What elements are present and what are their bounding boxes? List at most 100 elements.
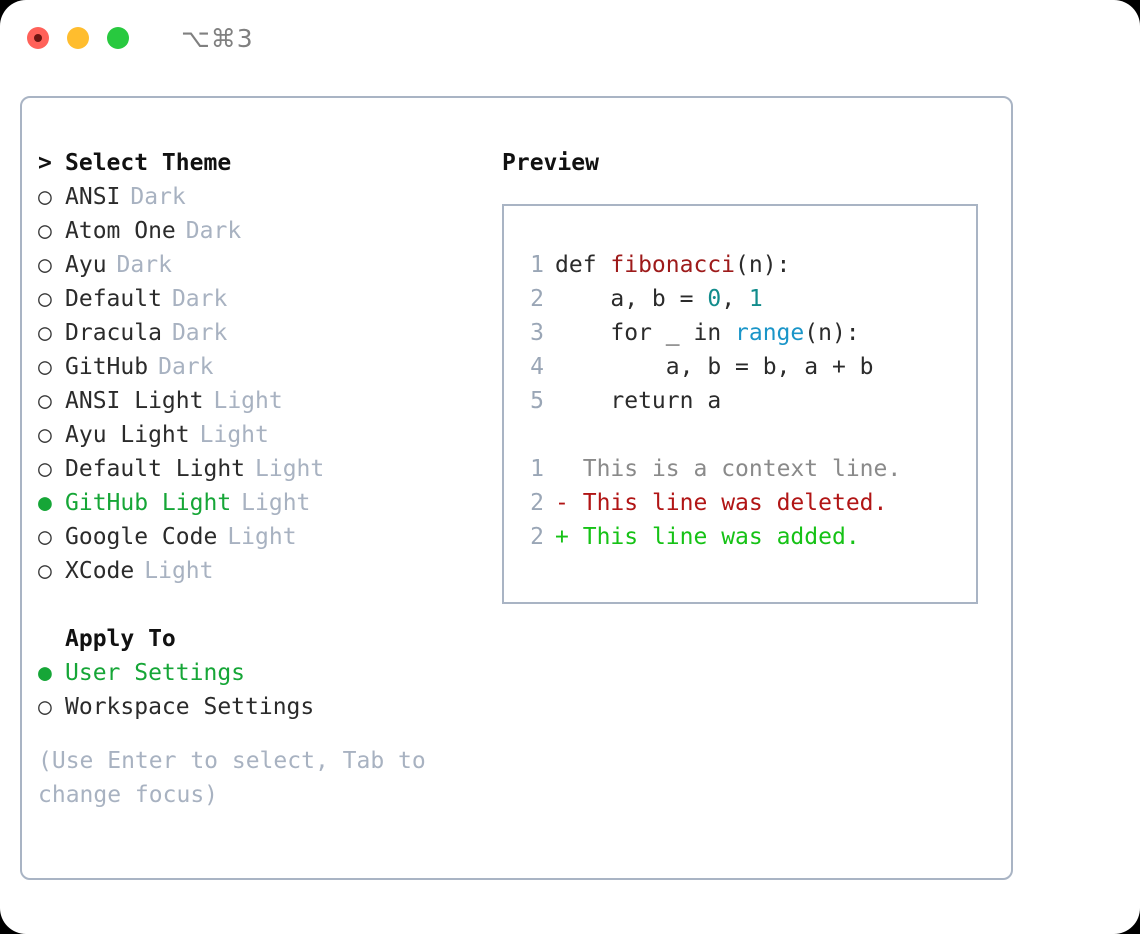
close-button[interactable] xyxy=(27,27,49,49)
select-theme-title: Select Theme xyxy=(65,150,232,176)
theme-variant-tag: Light xyxy=(227,524,297,550)
theme-option-label: Google Code xyxy=(65,524,218,550)
apply-to-option-workspace-settings[interactable]: ○ Workspace Settings xyxy=(38,690,490,724)
line-number: 2 xyxy=(530,490,544,516)
diff-gap xyxy=(569,490,583,516)
theme-variant-tag: Dark xyxy=(171,286,228,312)
diff-text: This line was deleted. xyxy=(582,490,888,516)
radio-unselected-icon: ○ xyxy=(38,286,52,312)
theme-option-xcode[interactable]: ○ XCode Light xyxy=(38,554,490,588)
radio-selected-icon: ● xyxy=(38,660,52,686)
theme-option-atom-one[interactable]: ○ Atom One Dark xyxy=(38,214,490,248)
radio-unselected-icon: ○ xyxy=(38,558,52,584)
code-line: 3 for _ in range(n): xyxy=(520,316,976,350)
theme-option-label: GitHub Light xyxy=(65,490,232,516)
radio-unselected-icon: ○ xyxy=(38,218,52,244)
radio-unselected-icon: ○ xyxy=(38,184,52,210)
code-token-call: range xyxy=(735,320,805,346)
apply-to-header: ○ Apply To xyxy=(38,622,490,656)
code-token-plain: return a xyxy=(555,388,722,414)
theme-variant-tag: Dark xyxy=(185,218,242,244)
diff-line-del: 2- This line was deleted. xyxy=(520,486,976,520)
theme-variant-tag: Light xyxy=(255,456,325,482)
apply-to-title: Apply To xyxy=(65,626,176,652)
code-token-plain: def xyxy=(555,252,611,278)
apply-to-option-label: Workspace Settings xyxy=(65,694,315,720)
code-token-plain: (n): xyxy=(735,252,791,278)
keyboard-hint: (Use Enter to select, Tab to change focu… xyxy=(38,748,426,808)
radio-unselected-icon: ○ xyxy=(38,422,52,448)
line-number: 1 xyxy=(530,252,544,278)
line-number: 2 xyxy=(530,524,544,550)
code-diff-separator xyxy=(520,418,976,452)
code-token-plain: for _ in xyxy=(555,320,736,346)
diff-sample: 1 This is a context line.2- This line wa… xyxy=(520,452,976,554)
radio-unselected-icon: ○ xyxy=(38,320,52,346)
theme-option-label: Atom One xyxy=(65,218,176,244)
theme-option-label: Default xyxy=(65,286,162,312)
code-line: 1 def fibonacci(n): xyxy=(520,248,976,282)
code-token-fn: fibonacci xyxy=(610,252,736,278)
list-spacer xyxy=(38,588,490,622)
select-theme-header: > Select Theme xyxy=(38,146,490,180)
theme-option-default-light[interactable]: ○ Default Light Light xyxy=(38,452,490,486)
diff-sign xyxy=(555,456,569,482)
code-line: 5 return a xyxy=(520,384,976,418)
radio-unselected-icon: ○ xyxy=(38,456,52,482)
keyboard-shortcut-label: ⌥⌘3 xyxy=(181,23,254,53)
theme-variant-tag: Light xyxy=(144,558,214,584)
theme-option-label: Ayu Light xyxy=(65,422,190,448)
line-number: 3 xyxy=(530,320,544,346)
theme-option-github[interactable]: ○ GitHub Dark xyxy=(38,350,490,384)
code-token-num: 0 xyxy=(707,286,722,312)
preview-title: Preview xyxy=(502,150,599,176)
apply-to-option-user-settings[interactable]: ●User Settings xyxy=(38,656,490,690)
minimize-button[interactable] xyxy=(67,27,89,49)
theme-option-label: GitHub xyxy=(65,354,149,380)
theme-option-label: Dracula xyxy=(65,320,162,346)
title-bar: ⌥⌘3 xyxy=(0,0,1140,76)
code-token-plain: , xyxy=(721,286,749,312)
diff-sign: + xyxy=(555,524,569,550)
diff-text: This is a context line. xyxy=(582,456,902,482)
theme-option-label: Ayu xyxy=(65,252,107,278)
theme-option-google-code[interactable]: ○ Google Code Light xyxy=(38,520,490,554)
line-number: 5 xyxy=(530,388,544,414)
apply-to-list: ●User Settings ○ Workspace Settings xyxy=(38,656,490,724)
code-token-plain: a, b = b, a + b xyxy=(555,354,874,380)
blank-marker-icon: ○ xyxy=(38,622,65,656)
line-number: 2 xyxy=(530,286,544,312)
theme-option-default[interactable]: ○ Default Dark xyxy=(38,282,490,316)
radio-unselected-icon: ○ xyxy=(38,524,52,550)
theme-variant-tag: Dark xyxy=(158,354,214,380)
diff-sign: - xyxy=(555,490,569,516)
diff-line-ctx: 1 This is a context line. xyxy=(520,452,976,486)
theme-variant-tag: Dark xyxy=(130,184,186,210)
theme-option-label: ANSI Light xyxy=(65,388,204,414)
code-line: 2 a, b = 0, 1 xyxy=(520,282,976,316)
code-token-num: 1 xyxy=(748,286,763,312)
theme-option-label: Default Light xyxy=(65,456,246,482)
radio-unselected-icon: ○ xyxy=(38,354,52,380)
theme-option-label: XCode xyxy=(65,558,135,584)
diff-gap xyxy=(569,524,583,550)
code-token-plain: a, b = xyxy=(555,286,708,312)
theme-variant-tag: Light xyxy=(213,388,283,414)
radio-unselected-icon: ○ xyxy=(38,694,52,720)
radio-unselected-icon: ○ xyxy=(38,252,52,278)
cursor-icon: > xyxy=(38,150,52,176)
zoom-button[interactable] xyxy=(107,27,129,49)
